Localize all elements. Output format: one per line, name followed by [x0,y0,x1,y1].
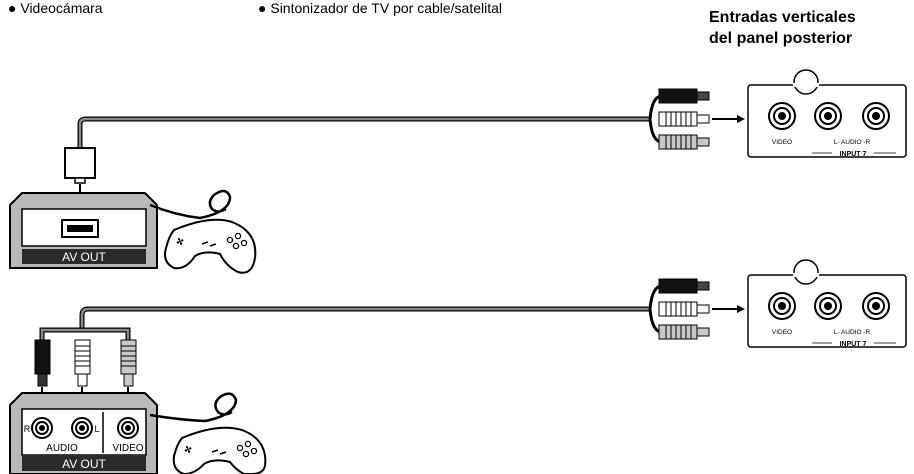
video-jack-label: VIDEO [772,329,792,336]
bottom-av-device: R L AUDIO VIDEO AV OUT [9,392,158,474]
bullet-text: Sintonizador de TV por cable/satelital [270,0,503,16]
bottom-left-plug-black [34,339,51,387]
device-jack-l [71,417,93,439]
bullet-sintonizador: ● Sintonizador de TV por cable/satelital [258,0,502,16]
bottom-av-out-label: AV OUT [62,457,106,471]
input-label: INPUT 7 [840,151,867,158]
svg-text:✣: ✣ [183,443,194,455]
audio-jack-label: L- AUDIO -R [834,139,871,146]
panel-title-line2: del panel posterior [709,30,853,47]
device-jack-video [117,417,139,439]
top-av-out-label: AV OUT [62,250,106,264]
audio-r-jack [862,102,890,130]
video-jack-label: VIDEO [772,139,792,146]
bottom-rca-plug-cluster [648,278,710,340]
panel-title: Entradas verticales del panel posterior [709,7,856,49]
video-jack [768,292,796,320]
panel-title-line1: Entradas verticales [709,9,856,26]
device-jack-r [31,417,53,439]
top-rca-plug-cluster [648,88,710,150]
audio-jack-label: L- AUDIO -R [834,329,871,336]
video-group-label: VIDEO [112,443,143,454]
bullet-symbol: ● [258,0,267,16]
top-av-device: AV OUT [9,192,158,269]
bottom-game-controller-icon: ✣ [149,392,267,474]
bullet-symbol: ● [8,0,17,16]
bottom-cable-branch [39,327,131,340]
bottom-left-plug-gray [120,339,137,387]
input-label: INPUT 7 [840,341,867,348]
video-jack [768,102,796,130]
bottom-tv-input-panel: VIDEO L- AUDIO -R INPUT 7 [747,259,907,348]
audio-l-jack [814,292,842,320]
top-game-controller-icon: ✣ [149,189,257,274]
svg-text:✣: ✣ [175,235,186,247]
bullet-videocamara: ● Videocámara [8,0,103,16]
bullet-text: Videocámara [20,0,103,16]
top-connector-plug [64,147,96,179]
bottom-cable-main [79,306,650,330]
bottom-left-plug-white [74,339,91,387]
audio-l-jack [814,102,842,130]
jack-l-label: L [94,424,99,434]
audio-group-label: AUDIO [46,443,78,454]
audio-r-jack [862,292,890,320]
jack-r-label: R [24,424,31,434]
top-tv-input-panel: VIDEO L- AUDIO -R INPUT 7 [747,69,907,158]
top-cable [77,116,650,148]
